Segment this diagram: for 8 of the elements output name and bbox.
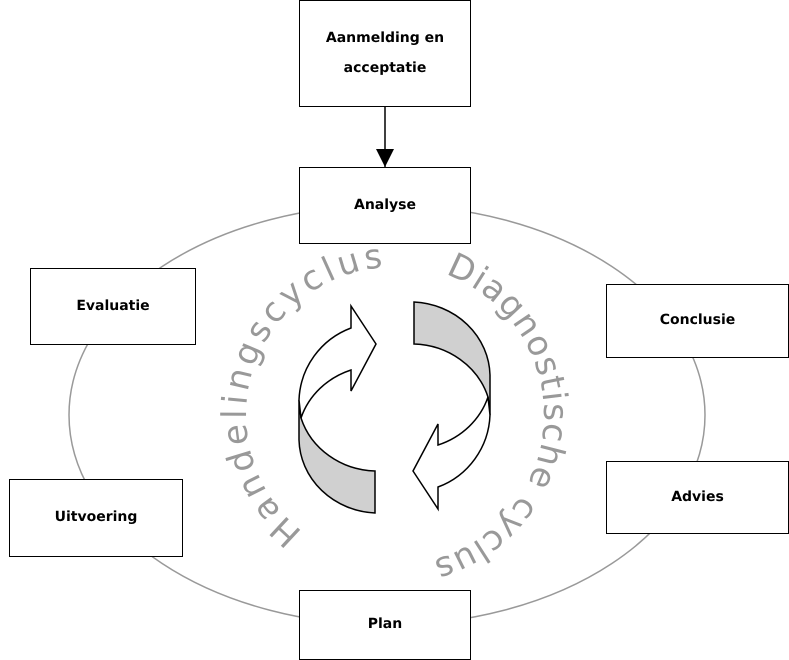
process-box: Aanmelding en acceptatie: [299, 0, 471, 107]
process-box: Plan: [299, 590, 471, 660]
arrow: [376, 107, 394, 167]
process-box: Evaluatie: [30, 268, 196, 345]
process-box: Conclusie: [606, 284, 789, 358]
process-box: Analyse: [299, 167, 471, 244]
process-box: Advies: [606, 461, 789, 534]
process-box: Uitvoering: [9, 479, 183, 557]
